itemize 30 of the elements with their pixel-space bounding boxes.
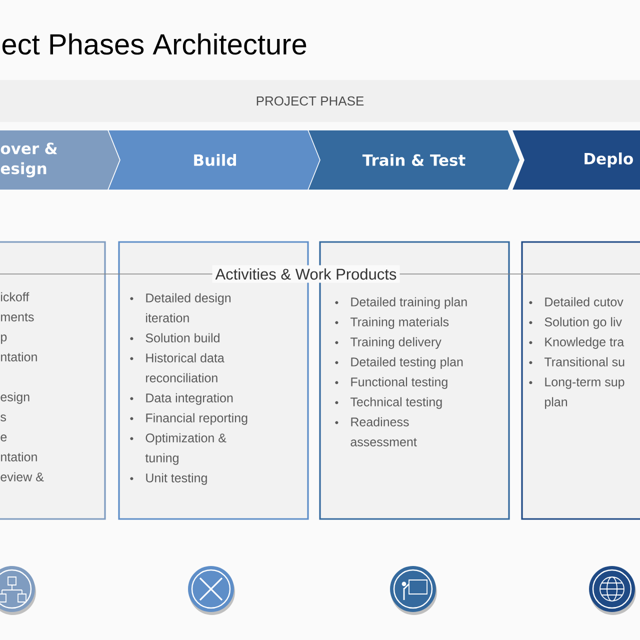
node-label: Detailed training plan bbox=[351, 297, 467, 309]
node-label: Solution build bbox=[146, 333, 220, 342]
node-label: Technical testing bbox=[350, 397, 442, 409]
node-label: Transitional su bbox=[544, 357, 624, 366]
header-band: PROJECT PHASE bbox=[0, 80, 640, 122]
node-label: Knowledge tra bbox=[545, 337, 624, 349]
phase-banner: Build bbox=[107, 130, 322, 190]
section-label: Activities & Work Products bbox=[212, 265, 400, 283]
activity-list: ickoff ments p ntation esign s e ntation eview & bbox=[0, 292, 44, 482]
node-label: Solution go liv bbox=[544, 317, 622, 329]
node-label: Financial reporting bbox=[146, 413, 248, 425]
node-label: Detailed cutov bbox=[545, 297, 624, 306]
title: ect Phases Architecture bbox=[2, 33, 306, 55]
activity-list: Detailed design iteration Solution build Historical data reconciliation Data integration Financial reporting Optimization & tuning Unit testing bbox=[130, 293, 248, 485]
node-label: Readiness assessment bbox=[350, 417, 417, 446]
node-label: Historical data reconciliation bbox=[146, 353, 224, 382]
activity-list: Detailed training plan Training materials Training delivery Detailed testing plan Functional testing Technical testing Readiness assessment bbox=[335, 297, 467, 446]
node-label: Long-term sup plan bbox=[545, 378, 624, 409]
node-label: Data integration bbox=[146, 393, 233, 405]
phase-banner: Deplo bbox=[511, 130, 640, 190]
node-label: Detailed design iteration bbox=[146, 293, 231, 322]
node-label: Detailed testing plan bbox=[351, 357, 463, 369]
phase-banner: over & esign bbox=[0, 130, 120, 190]
node-label: Training delivery bbox=[350, 337, 442, 349]
node-label: Unit testing bbox=[146, 473, 207, 485]
node-label: Training materials bbox=[350, 317, 449, 329]
activity-list: Detailed cutov Solution go liv Knowledge tra Transitional su Long-term sup plan bbox=[529, 297, 624, 409]
node-label: Functional testing bbox=[351, 377, 448, 389]
node-label: Optimization & tuning bbox=[145, 433, 226, 465]
phase-banner: Train & Test bbox=[307, 130, 520, 190]
